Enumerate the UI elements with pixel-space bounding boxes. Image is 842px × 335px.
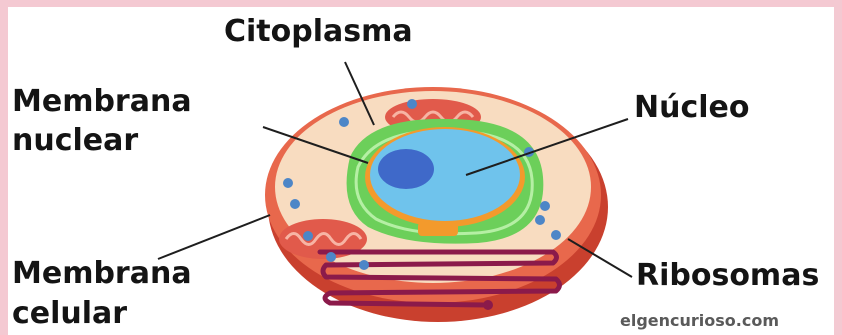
label-membrana-nuclear-line2: nuclear (12, 126, 138, 156)
label-citoplasma: Citoplasma (224, 17, 413, 47)
leader-membrana-celular (158, 215, 270, 259)
ribosome (303, 231, 313, 241)
golgi-vesicle (483, 300, 493, 310)
label-membrana-nuclear-line1: Membrana (12, 87, 192, 117)
label-membrana-celular-line2: celular (12, 299, 127, 329)
ribosome (535, 215, 545, 225)
nucleolus (378, 149, 434, 189)
source-credit: elgencurioso.com (620, 311, 779, 330)
ribosome (283, 178, 293, 188)
ribosome (551, 230, 561, 240)
label-membrana-celular-line1: Membrana (12, 259, 192, 289)
ribosome (359, 260, 369, 270)
ribosome (290, 199, 300, 209)
ribosome (407, 99, 417, 109)
ribosome (326, 252, 336, 262)
label-nucleo: Núcleo (634, 93, 750, 123)
ribosome (339, 117, 349, 127)
diagram-canvas: Citoplasma Membrana nuclear Núcleo Membr… (8, 7, 834, 335)
label-ribosomas: Ribosomas (636, 261, 819, 291)
ribosome (540, 201, 550, 211)
